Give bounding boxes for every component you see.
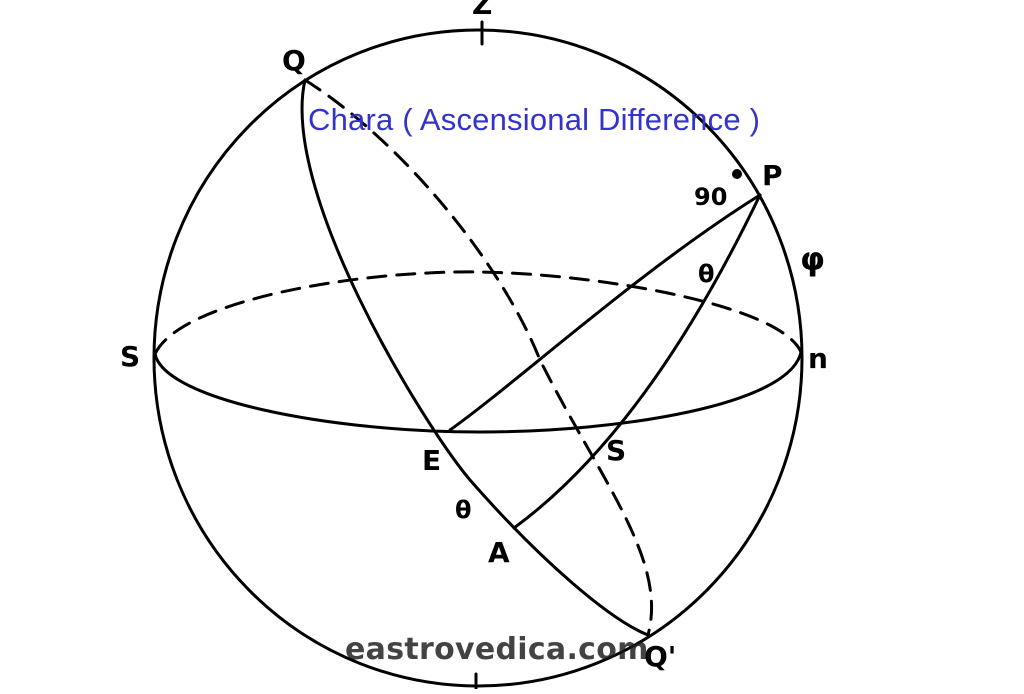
label-Q: Q: [282, 44, 306, 77]
label-P: P: [762, 159, 783, 192]
label-S-point: S: [606, 434, 626, 467]
label-zenith: Z: [472, 0, 492, 21]
diagram-title: Chara ( Ascensional Difference ): [308, 102, 761, 137]
label-angle-90: 90: [694, 183, 727, 211]
label-A: A: [488, 536, 510, 569]
arc-P-to-E: [448, 193, 762, 432]
celestial-sphere-outline: [152, 28, 804, 688]
watermark-text: eastrovedica.com: [345, 632, 649, 667]
label-south: S: [120, 340, 140, 373]
label-north: n: [808, 342, 828, 375]
equator-front: [300, 78, 650, 637]
label-phi: φ: [800, 240, 825, 278]
label-theta-upper: θ: [698, 260, 715, 288]
label-E: E: [422, 444, 441, 477]
arc-P-to-A: [512, 193, 762, 530]
label-Q-prime: Q': [644, 640, 676, 673]
right-angle-dot: [732, 169, 742, 179]
horizon-back-dashed: [153, 270, 803, 356]
horizon-front: [153, 350, 803, 434]
label-theta-lower: θ: [455, 496, 472, 524]
equator-back-dashed: [303, 78, 654, 637]
